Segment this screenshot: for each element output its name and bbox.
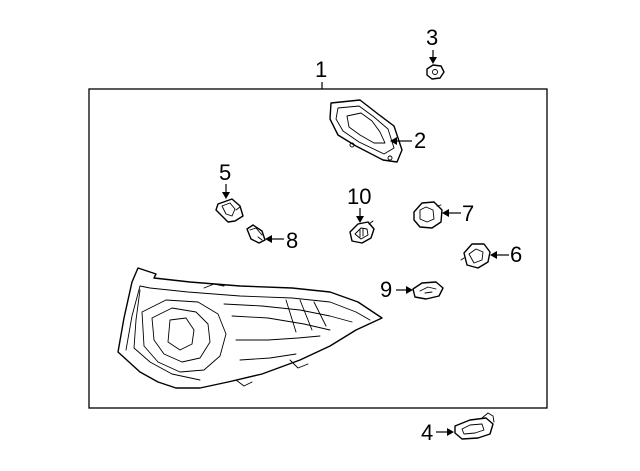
part-4-clip: [454, 412, 495, 440]
assembly-frame: [88, 88, 548, 409]
part-6-socket: [460, 243, 491, 269]
part-10-bulb: [349, 220, 375, 244]
callout-6: 6: [510, 242, 522, 267]
part-1-tail-lamp: [117, 267, 383, 389]
part-9-bulb: [412, 281, 444, 300]
callout-10: 10: [347, 184, 371, 209]
arrow-7: [442, 209, 449, 217]
arrow-5: [222, 192, 230, 199]
callout-2: 2: [414, 128, 426, 153]
part-7-socket: [413, 201, 443, 229]
arrow-6: [490, 251, 497, 259]
callout-1: 1: [315, 57, 327, 82]
callout-3: 3: [426, 25, 438, 50]
arrow-2: [390, 137, 397, 145]
arrow-9: [406, 286, 413, 294]
arrow-10: [356, 216, 364, 223]
part-3-nut: [426, 64, 445, 80]
callout-9: 9: [380, 277, 392, 302]
arrow-8: [265, 235, 272, 243]
part-8-bulb: [246, 224, 266, 244]
callout-8: 8: [286, 228, 298, 253]
callout-7: 7: [462, 201, 474, 226]
callout-4: 4: [421, 420, 433, 445]
arrow-4: [447, 428, 454, 436]
callout-5: 5: [219, 160, 231, 185]
arrow-3: [429, 57, 437, 64]
part-5-socket: [215, 198, 244, 223]
part-2-gasket: [329, 99, 403, 163]
